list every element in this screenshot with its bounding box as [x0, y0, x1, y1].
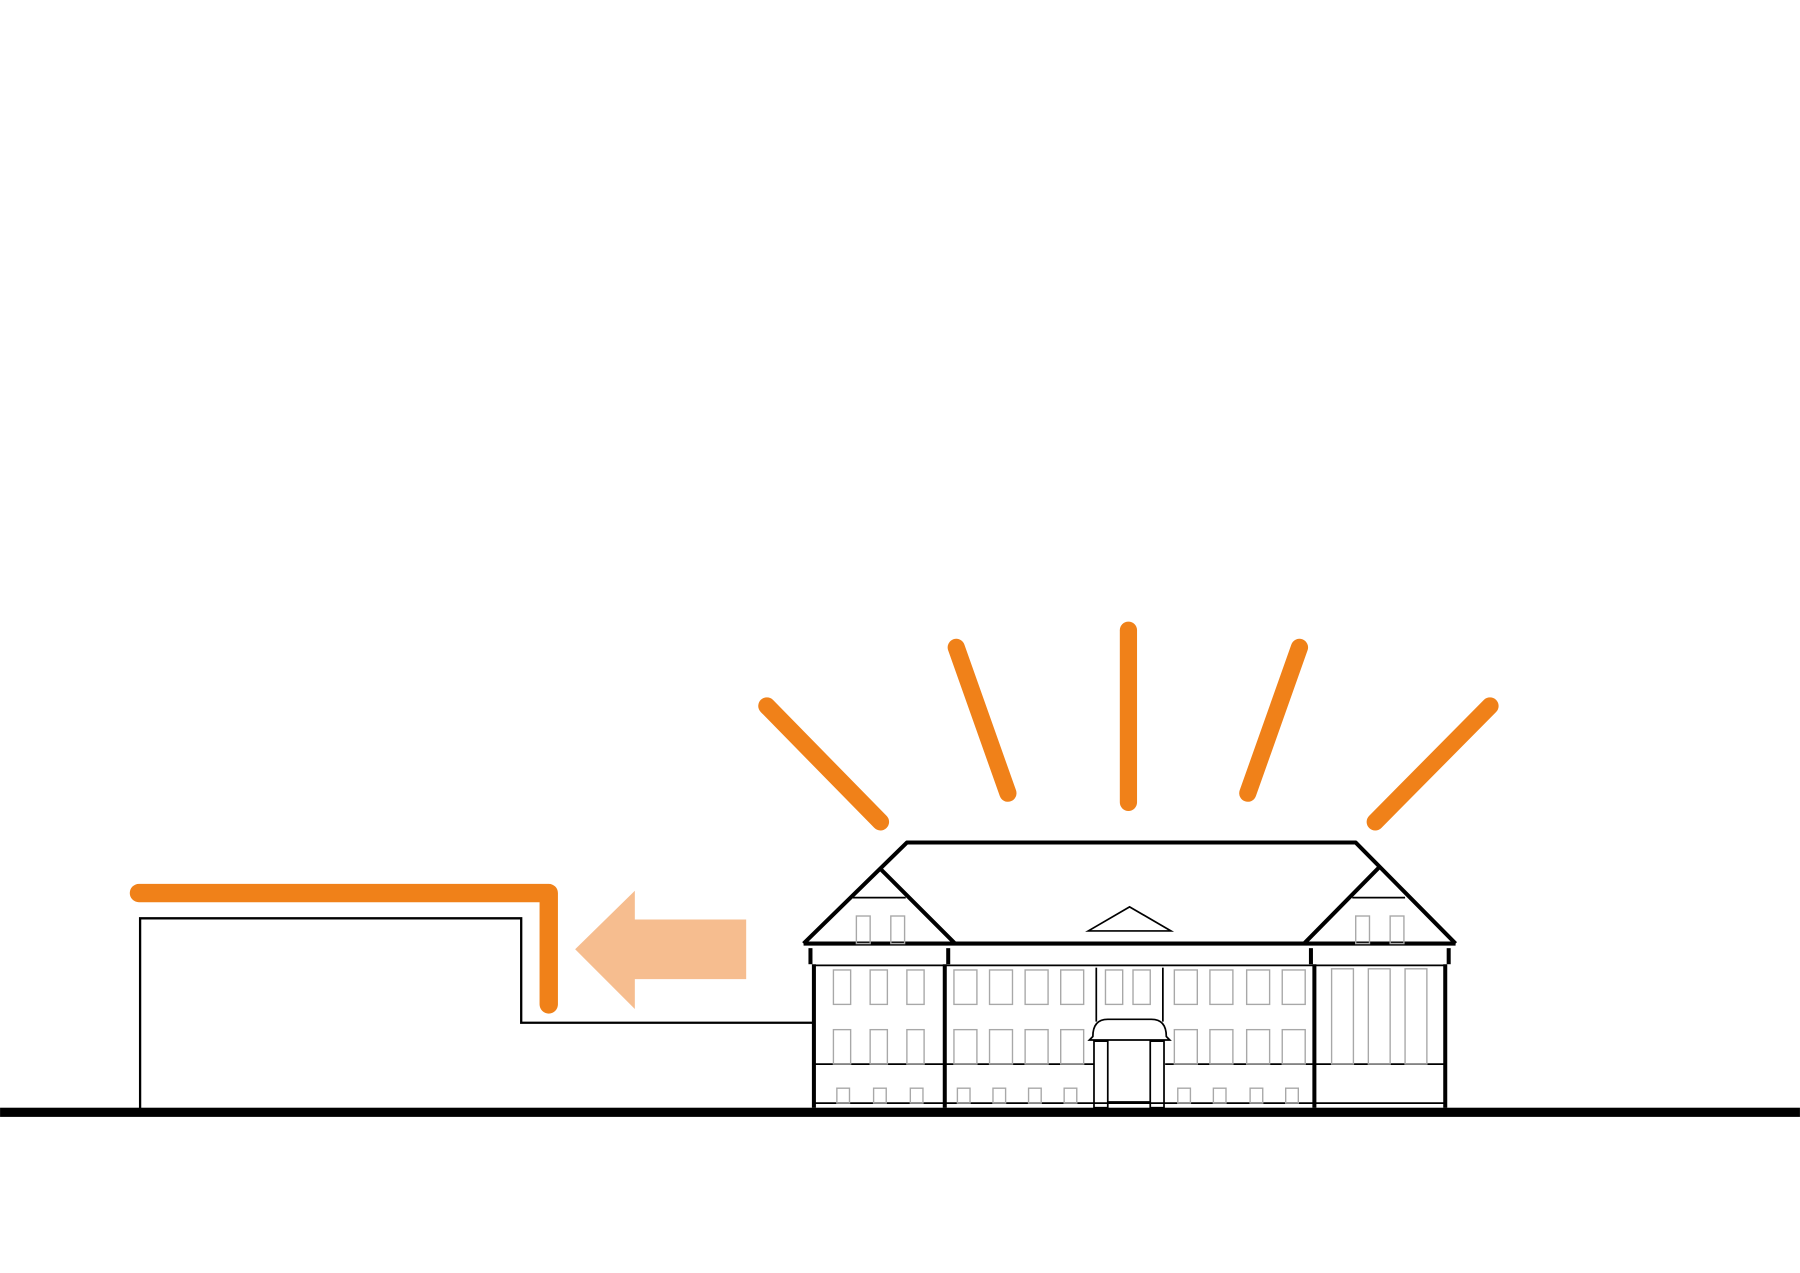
window [890, 915, 906, 945]
roof-pediment [1085, 905, 1175, 932]
window [1330, 968, 1355, 1065]
window [832, 1028, 852, 1065]
window [1281, 1028, 1306, 1065]
entrance-canopy [1087, 1018, 1172, 1041]
window [1027, 1087, 1042, 1104]
window [1104, 969, 1124, 1006]
entrance-post [1149, 1040, 1165, 1109]
window [1132, 969, 1151, 1006]
ray [1239, 638, 1309, 802]
gable-left [877, 866, 957, 945]
window [1404, 968, 1428, 1065]
windows [832, 915, 1428, 1104]
window [906, 1028, 925, 1065]
window [1209, 969, 1234, 1006]
window [855, 915, 871, 945]
window [1212, 1087, 1227, 1104]
historic-building [802, 840, 1458, 1109]
entrance-post [1093, 1040, 1109, 1109]
window [869, 969, 889, 1006]
window [1177, 1087, 1192, 1104]
gable-right [1302, 866, 1381, 945]
window [956, 1087, 971, 1104]
window [1355, 915, 1371, 945]
orange-roof-line [129, 883, 558, 1014]
window [1389, 915, 1405, 945]
window [1209, 1028, 1234, 1065]
window [1245, 1028, 1271, 1065]
window [1024, 969, 1049, 1006]
window [1284, 1087, 1300, 1104]
direction-arrow [575, 890, 747, 1009]
window [1063, 1087, 1078, 1104]
window [836, 1087, 851, 1104]
window [1249, 1087, 1264, 1104]
ground-line [0, 1107, 1800, 1117]
window [953, 1028, 978, 1065]
window [1173, 1028, 1198, 1065]
window [906, 969, 925, 1006]
window [869, 1028, 889, 1065]
window [1024, 1028, 1049, 1065]
ray [758, 697, 890, 831]
radiating-rays [758, 621, 1499, 831]
window [988, 1028, 1014, 1065]
window [1060, 1028, 1085, 1065]
ray [1366, 697, 1499, 831]
window [1060, 969, 1085, 1006]
window [1281, 969, 1306, 1006]
window [953, 969, 978, 1006]
window [909, 1087, 924, 1104]
window [988, 969, 1014, 1006]
window [1173, 969, 1198, 1006]
window [832, 969, 852, 1006]
window [872, 1087, 887, 1104]
ray [947, 638, 1017, 802]
new-building-outline [138, 917, 814, 1111]
window [1245, 969, 1271, 1006]
roof-outline [802, 840, 1458, 945]
window [1367, 968, 1391, 1065]
window [992, 1087, 1007, 1104]
